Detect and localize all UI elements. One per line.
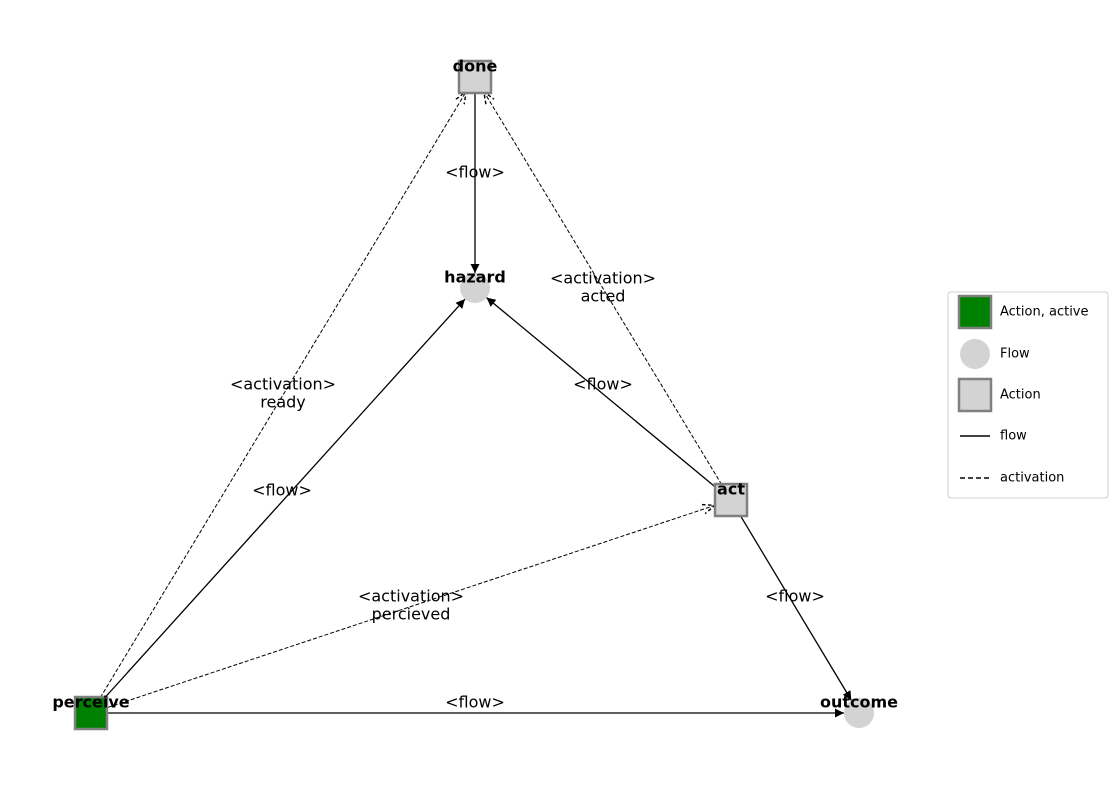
edge-label-act-to-done: <activation>acted bbox=[550, 269, 656, 306]
node-hazard: hazard bbox=[444, 268, 506, 303]
edge-act-to-outcome bbox=[730, 499, 852, 701]
edge-label-done-to-hazard: <flow> bbox=[445, 163, 505, 182]
node-perceive: perceive bbox=[52, 693, 130, 731]
legend-label: activation bbox=[1000, 471, 1064, 486]
legend-label: Action bbox=[1000, 388, 1041, 403]
flow-node-shape bbox=[460, 273, 490, 303]
legend-item-flow: Flow bbox=[960, 339, 1030, 369]
edge-label-perceive-to-act: <activation>percieved bbox=[358, 587, 464, 624]
node-label-done: done bbox=[453, 57, 498, 76]
node-label-perceive: perceive bbox=[52, 693, 129, 712]
edge-label-perceive-to-hazard: <flow> bbox=[252, 481, 312, 500]
legend-item-action: Action bbox=[957, 377, 1041, 413]
node-act: act bbox=[713, 480, 749, 518]
legend-symbol bbox=[957, 294, 993, 330]
edge-act-to-done bbox=[484, 92, 732, 501]
legend-label: flow bbox=[1000, 429, 1027, 444]
nodes-layer: done hazard act perceive outcome bbox=[52, 57, 898, 731]
edge-label-perceive-to-outcome: <flow> bbox=[445, 693, 505, 712]
legend-symbol bbox=[957, 377, 993, 413]
edge-labels-layer: <flow> <flow> <flow> <flow> <flow> <activatio… bbox=[230, 163, 825, 712]
edge-label-act-to-outcome: <flow> bbox=[765, 587, 825, 606]
legend-label: Flow bbox=[1000, 347, 1030, 362]
legend-box bbox=[947, 291, 1109, 499]
legend-label: Action, active bbox=[1000, 305, 1089, 320]
node-label-act: act bbox=[717, 480, 745, 499]
legend-item-flow-line: flow bbox=[960, 429, 1027, 444]
action-node-shape bbox=[713, 482, 749, 518]
edge-perceive-to-done bbox=[90, 92, 466, 714]
edge-perceive-to-act bbox=[90, 505, 715, 714]
active-action-node-shape bbox=[73, 695, 109, 731]
edge-act-to-hazard bbox=[486, 297, 732, 501]
action-node-shape bbox=[457, 59, 493, 95]
node-done: done bbox=[453, 57, 498, 95]
flow-node-shape bbox=[844, 698, 874, 728]
edge-perceive-to-hazard bbox=[90, 298, 466, 714]
edges-layer bbox=[90, 77, 852, 718]
node-label-outcome: outcome bbox=[820, 693, 898, 712]
legend-item-activation-line: activation bbox=[960, 471, 1064, 486]
edge-label-act-to-hazard: <flow> bbox=[573, 375, 633, 394]
node-outcome: outcome bbox=[820, 693, 898, 728]
edge-label-perceive-to-done: <activation>ready bbox=[230, 375, 336, 412]
legend-item-action-active: Action, active bbox=[957, 294, 1089, 330]
node-label-hazard: hazard bbox=[444, 268, 506, 287]
legend-symbol bbox=[960, 339, 990, 369]
